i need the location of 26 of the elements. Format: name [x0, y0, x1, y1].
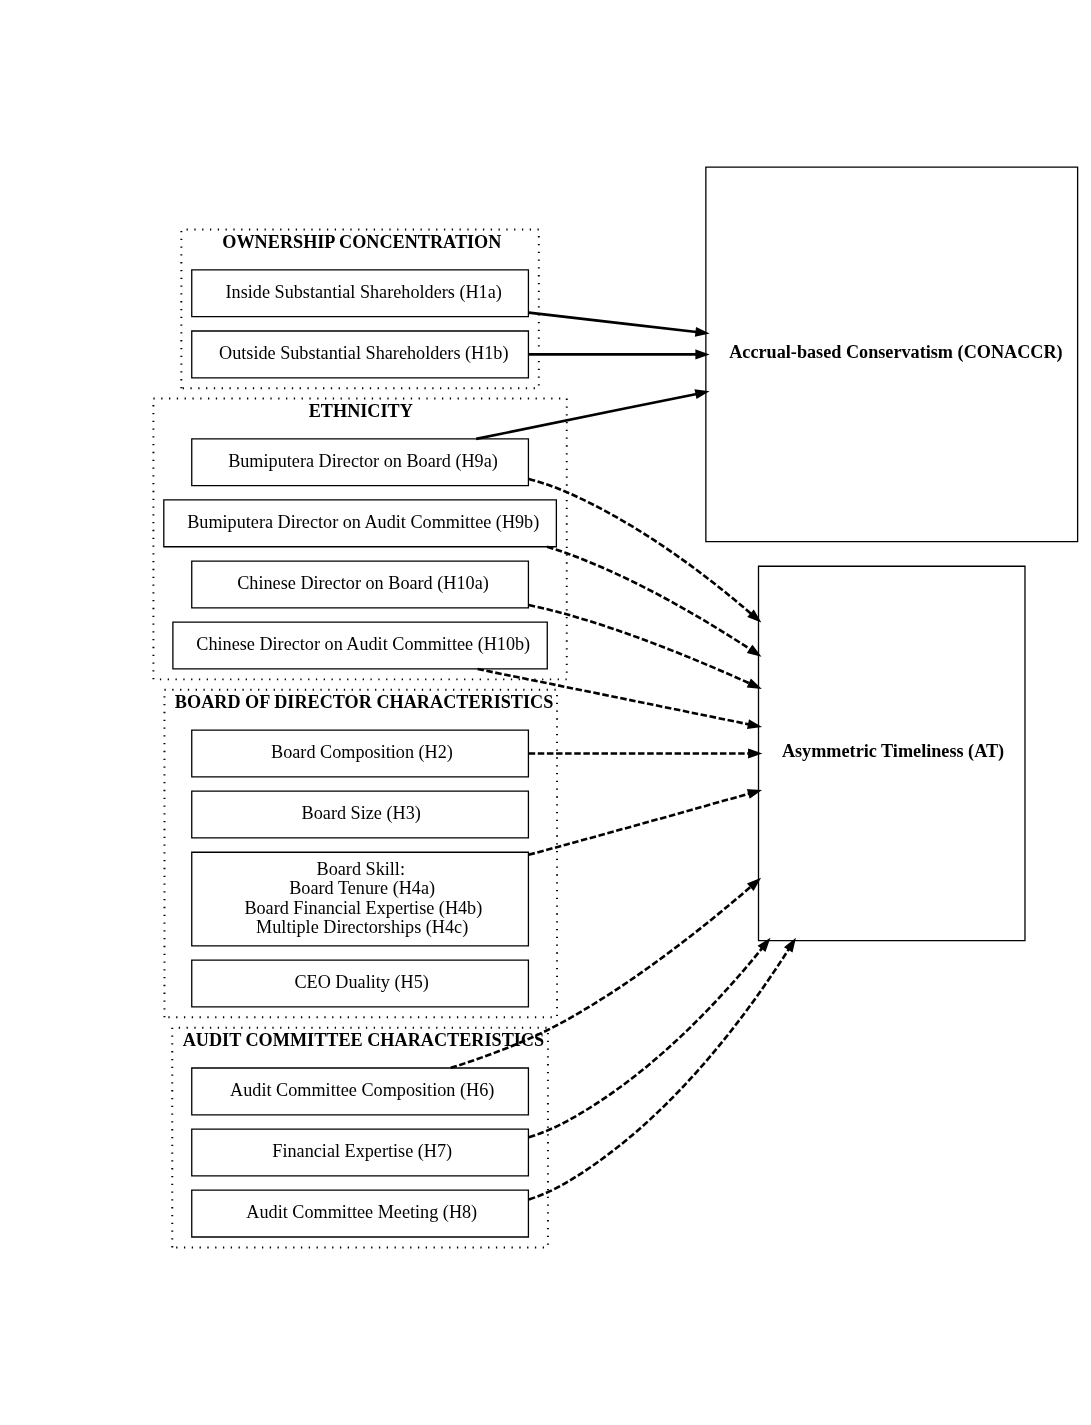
arrow — [528, 349, 710, 360]
arrow — [528, 603, 762, 689]
arrow — [528, 311, 710, 337]
node-box: Financial Expertise (H7) — [191, 1128, 530, 1177]
node-box: Chinese Director on Board (H10a) — [191, 560, 530, 609]
node-box: Audit Committee Meeting (H8) — [191, 1189, 530, 1238]
node-box: Asymmetric Timeliness (AT) — [757, 565, 1026, 942]
arrow — [528, 477, 762, 623]
arrow — [528, 937, 796, 1201]
node-box: Audit Committee Composition (H6) — [191, 1067, 530, 1116]
arrow — [528, 789, 763, 857]
node-box: Accrual-based Conservatism (CONACCR) — [705, 166, 1079, 543]
node-box: Board Skill: Board Tenure (H4a) Board Financial Expertise (H4b) Multiple Directorships (H4c) — [191, 851, 530, 947]
node-box: Outside Substantial Shareholders (H1b) — [191, 330, 530, 379]
node-box: Bumiputera Director on Board (H9a) — [191, 438, 530, 487]
node-box: Board Composition (H2) — [191, 729, 530, 778]
arrow — [528, 937, 771, 1139]
node-box: Bumiputera Director on Audit Committee (H9b) — [163, 499, 557, 548]
arrow — [546, 545, 762, 657]
node-box: CEO Duality (H5) — [191, 959, 530, 1008]
node-box: Board Size (H3) — [191, 790, 530, 839]
node-box: Chinese Director on Audit Committee (H10b) — [172, 621, 548, 670]
arrow — [475, 389, 710, 441]
arrow — [450, 877, 762, 1070]
node-box: Inside Substantial Shareholders (H1a) — [191, 269, 530, 318]
arrow — [528, 748, 763, 759]
